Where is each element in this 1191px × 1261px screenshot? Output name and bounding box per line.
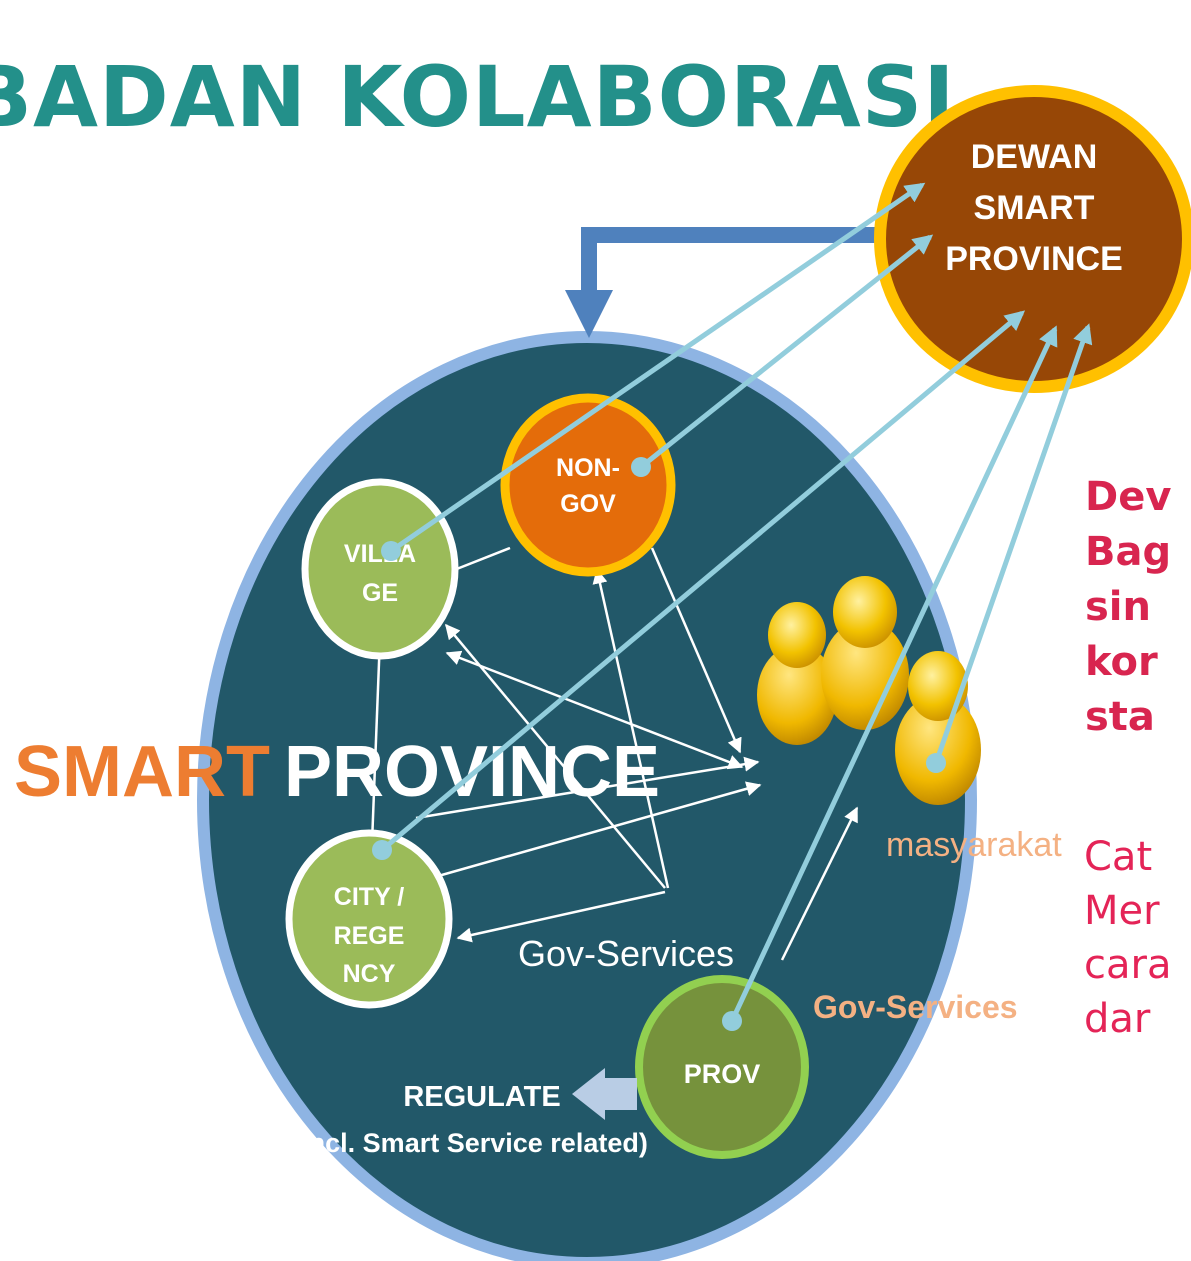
non-gov-label-1: NON- <box>556 454 620 482</box>
gov-services-outer-label: Gov-Services <box>813 989 1018 1025</box>
note-line-1: Cat <box>1084 834 1153 880</box>
regulate-arrow-icon <box>572 1068 637 1120</box>
description-line-4: kor <box>1085 639 1158 685</box>
non-gov-label-2: GOV <box>560 490 616 518</box>
prov-node <box>635 975 809 1159</box>
city-label-1: CITY / <box>334 883 404 911</box>
village-label-1: VILLA <box>344 540 416 568</box>
smart-word: SMART <box>14 732 270 812</box>
description-line-2: Bag <box>1085 529 1172 575</box>
prov-label: PROV <box>684 1059 761 1089</box>
gov-services-inner-label: Gov-Services <box>518 933 734 974</box>
council-connectors <box>380 182 1093 1023</box>
non-gov-node <box>500 393 676 577</box>
note-line-2: Mer <box>1084 888 1160 934</box>
page-title: BADAN KOLABORASI <box>0 48 956 146</box>
council-circle <box>874 85 1191 393</box>
city-label-3: NCY <box>343 960 396 988</box>
village-label-2: GE <box>362 579 398 607</box>
council-note: Cat Mer cara dar <box>1084 830 1171 1046</box>
city-label-2: REGE <box>334 922 405 950</box>
regulate-sublabel: (incl. Smart Service related) <box>292 1128 648 1158</box>
note-line-3: cara <box>1084 942 1172 988</box>
community-label: masyarakat <box>886 826 1062 864</box>
council-label-2: SMART <box>974 189 1095 227</box>
description-line-1: Dev <box>1085 474 1172 520</box>
description-line-3: sin <box>1085 584 1151 630</box>
note-line-4: dar <box>1084 996 1151 1042</box>
city-regency-node <box>285 829 453 1009</box>
council-label-1: DEWAN <box>971 138 1098 176</box>
interconnection-lines <box>370 546 859 961</box>
connector-endpoints <box>372 457 946 1031</box>
feedback-arrow-icon <box>565 227 895 338</box>
description-line-5: sta <box>1085 694 1155 740</box>
council-description: Dev Bag sin kor sta <box>1085 470 1171 745</box>
village-node <box>301 478 459 660</box>
regulate-label: REGULATE <box>403 1081 560 1113</box>
council-label-3: PROVINCE <box>945 240 1123 278</box>
